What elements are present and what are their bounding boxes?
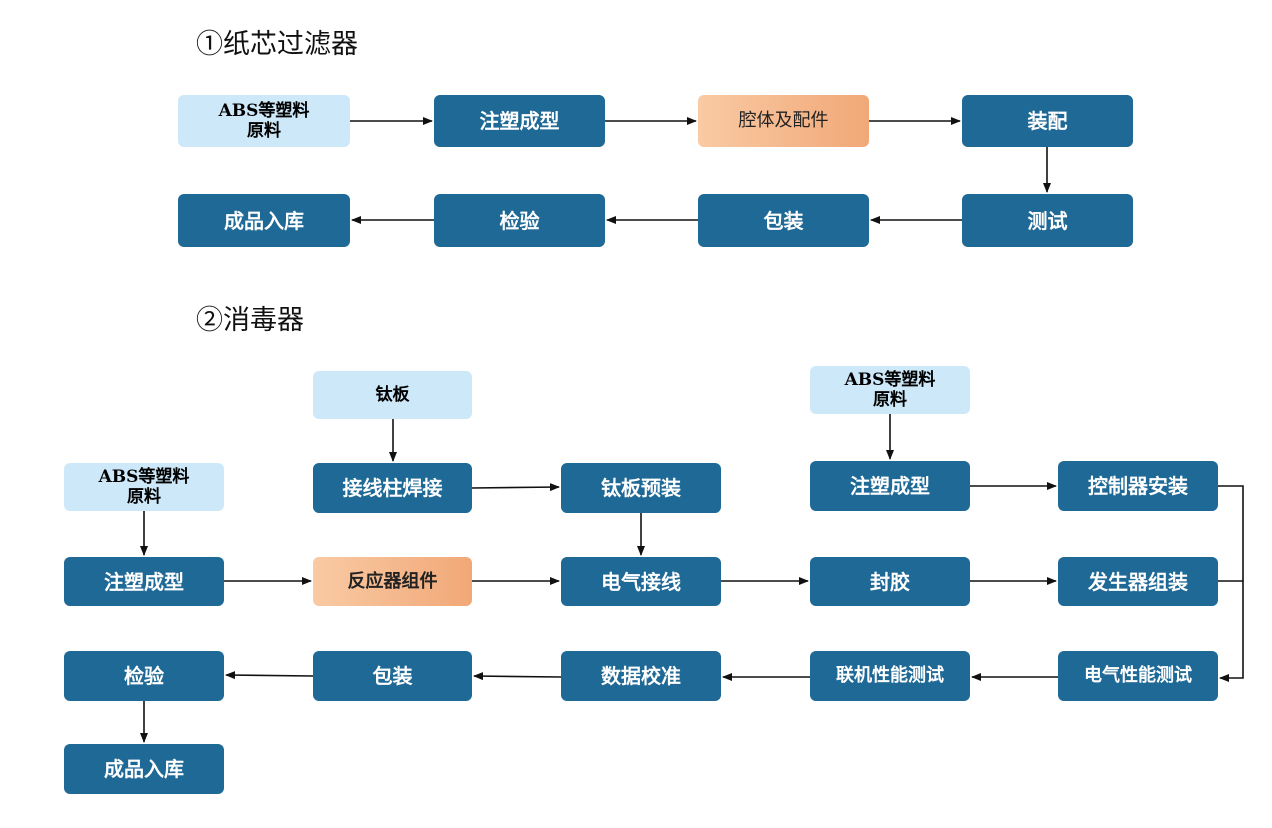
s2-node-data-calibration: 数据校准 (561, 651, 721, 701)
s1-node-packaging: 包装 (698, 194, 869, 247)
section-1-title: ①纸芯过滤器 (196, 29, 358, 60)
s2-node-titanium-plate: 钛板 (313, 371, 472, 419)
s2-arrow-calibration-to-pack (473, 672, 562, 681)
s2-connector-generator-to-elec-test (1218, 580, 1244, 682)
s2-node-injection-molding-left: 注塑成型 (64, 557, 224, 606)
s2-node-abs-material-top: ABS等塑料 原料 (810, 366, 970, 414)
s2-connector-controller-bracket (1218, 485, 1244, 581)
s1-node-testing: 测试 (962, 194, 1133, 247)
s2-node-controller-install: 控制器安装 (1058, 461, 1218, 511)
s1-node-finished-storage: 成品入库 (178, 194, 350, 247)
s2-node-sealing: 封胶 (810, 557, 970, 606)
s2-node-terminal-welding: 接线柱焊接 (313, 463, 472, 513)
s1-node-injection-molding: 注塑成型 (434, 95, 605, 147)
s2-node-titanium-preassembly: 钛板预装 (561, 463, 721, 513)
s2-node-packaging: 包装 (313, 651, 472, 701)
s2-node-injection-molding-top: 注塑成型 (810, 461, 970, 511)
s1-node-inspection: 检验 (434, 194, 605, 247)
s2-node-inspection: 检验 (64, 651, 224, 701)
s2-node-electrical-wiring: 电气接线 (561, 557, 721, 606)
section-2-title: ②消毒器 (196, 305, 304, 336)
s2-node-generator-assembly: 发生器组装 (1058, 557, 1218, 606)
s2-node-finished-storage: 成品入库 (64, 744, 224, 794)
s2-node-electrical-performance-test: 电气性能测试 (1058, 651, 1218, 701)
s2-node-abs-material-left: ABS等塑料 原料 (64, 463, 224, 511)
s1-node-abs-material: ABS等塑料 原料 (178, 95, 350, 147)
s1-node-assembly: 装配 (962, 95, 1133, 147)
s2-node-reactor-assembly: 反应器组件 (313, 557, 472, 606)
s1-node-cavity-parts: 腔体及配件 (698, 95, 869, 147)
s2-arrow-pack-to-inspect (225, 671, 314, 680)
s2-node-online-performance-test: 联机性能测试 (810, 651, 970, 701)
s2-arrow-weld-to-preassembly (471, 483, 560, 492)
